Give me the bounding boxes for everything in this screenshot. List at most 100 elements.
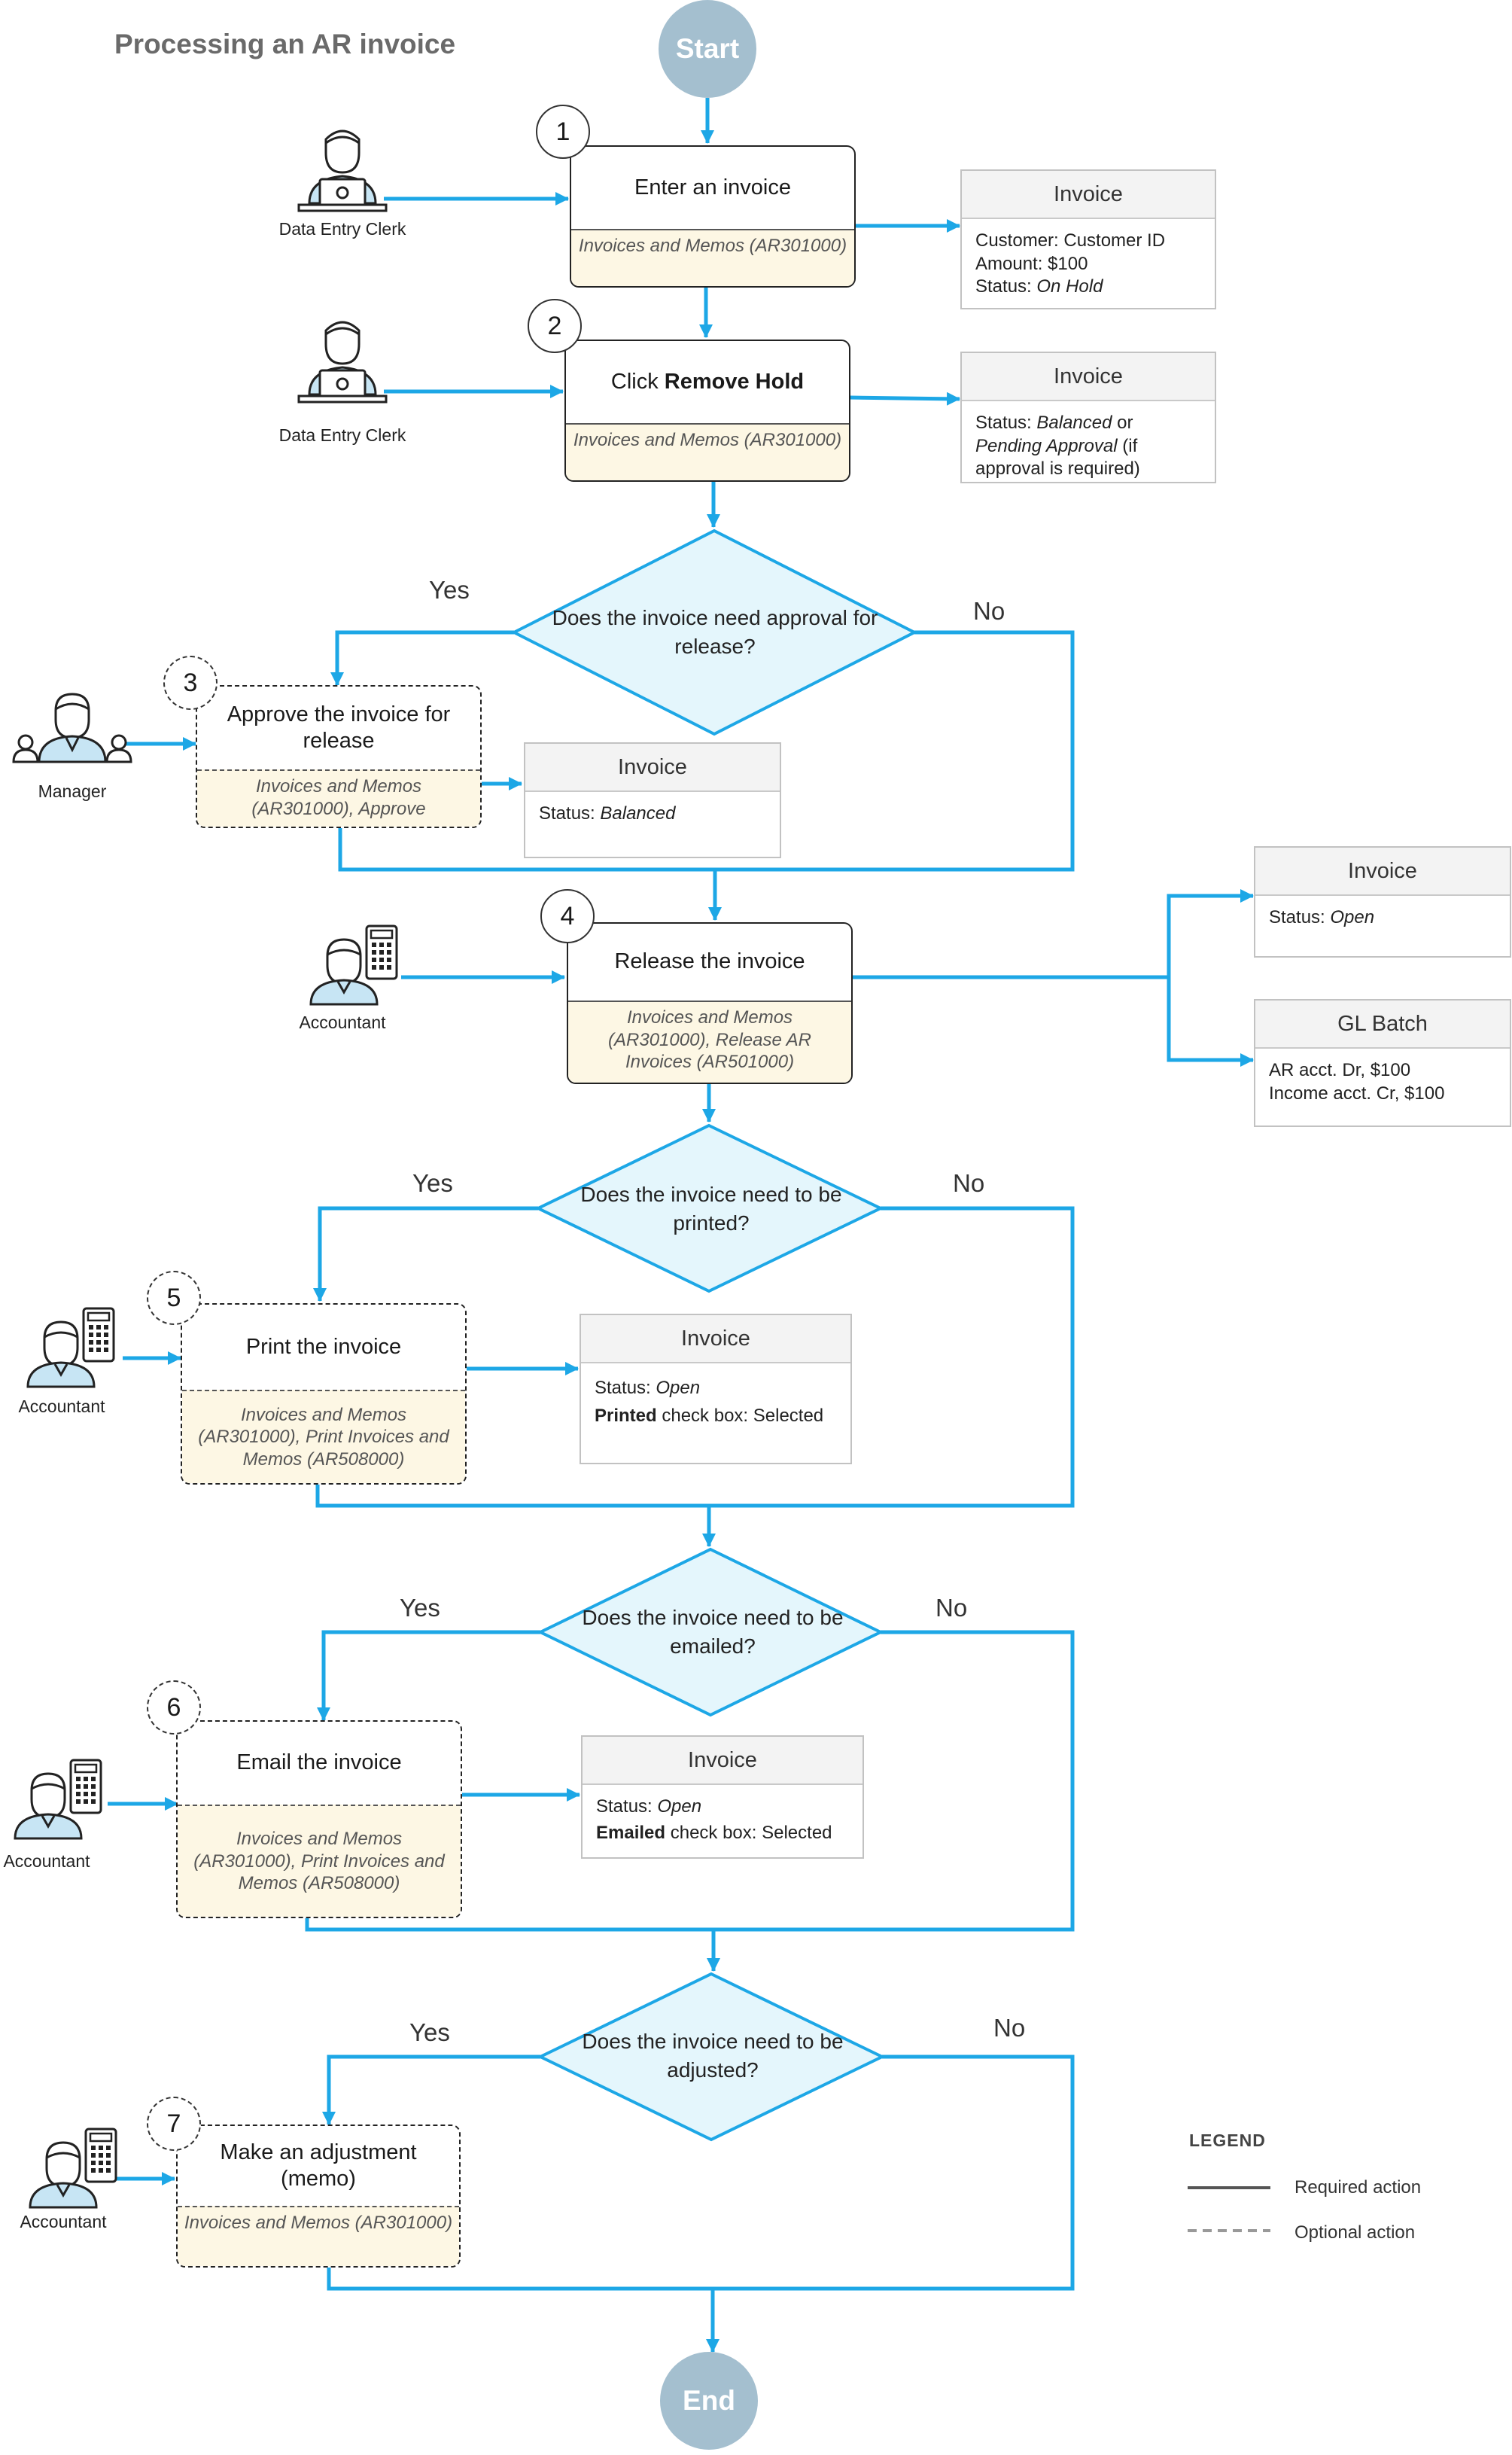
step-4-label: Release the invoice [614,949,805,974]
person-with-calculator-icon [309,924,398,1006]
person-with-laptop-icon [297,321,388,404]
legend-required-label: Required action [1294,2177,1422,2198]
connector [1167,977,1254,1067]
card-line-rest: check box: Selected [665,1822,832,1843]
step-5-form: Invoices and Memos (AR301000), Print Inv… [182,1390,465,1483]
step-5-label: Print the invoice [245,1334,402,1359]
person-with-laptop-icon [297,129,388,212]
end-terminal: End [660,2352,758,2450]
card-line-label: Status: [975,413,1037,433]
connector-yes-4 [322,2054,540,2125]
step-1-number-badge: 1 [536,105,590,159]
connectors [108,98,1254,2353]
step-5-box: Print the invoice Invoices and Memos (AR… [181,1303,467,1485]
card-title: Invoice [962,353,1215,401]
step-3-number-badge: 3 [163,656,218,710]
no-label-email: No [935,1594,968,1622]
legend-optional-label: Optional action [1294,2222,1416,2243]
card-line: Amount: $100 [975,253,1088,274]
card-line-rest: check box: Selected [656,1405,824,1426]
decision-diamond-adjust [537,1972,886,2142]
no-label-adjust: No [993,2014,1026,2042]
connector-no-4 [327,2054,1075,2291]
connector-no-1 [338,630,1075,872]
step-7-label: Make an adjustment (memo) [220,2140,417,2191]
card-title: Invoice [525,744,780,792]
card-line: approval is required) [975,458,1140,480]
card-title: Invoice [962,171,1215,219]
step-3-form: Invoices and Memos (AR301000), Approve [197,769,480,827]
card-line-label: Status: [975,276,1037,297]
actor-label-7: Accountant [20,2212,107,2231]
connector-yes-1 [330,630,514,686]
card-line-bold: Emailed [596,1822,666,1843]
actor-label-3: Manager [38,781,107,801]
card-line-value: Pending Approval [975,435,1118,456]
yes-label-print: Yes [412,1169,453,1197]
card-line-value: Open [1330,907,1375,927]
step-2-label: Click Remove Hold [566,341,849,423]
person-with-calculator-icon [26,1307,115,1388]
card-title: Invoice [583,1737,862,1785]
card-title: GL Batch [1255,1001,1510,1049]
step-5-number-badge: 5 [147,1271,201,1325]
invoice-card-4: Invoice Status: Open [1254,846,1511,958]
decision-print-text: Does the invoice need to be printed? [580,1183,842,1235]
legend-lines [1188,2186,1270,2232]
start-terminal: Start [659,0,756,98]
connector-yes-3 [317,1630,540,1721]
yes-label-approval: Yes [429,576,470,604]
step-2-label-bold: Remove Hold [664,369,805,394]
step-2-number-badge: 2 [528,299,582,353]
person-with-calculator-icon [14,1759,102,1840]
step-7-box: Make an adjustment (memo) Invoices and M… [176,2125,461,2268]
step-1-form: Invoices and Memos (AR301000) [571,229,854,286]
step-4-number-badge: 4 [540,889,595,943]
card-line-suffix: (if [1117,435,1138,456]
invoice-card-1: Invoice Customer: Customer ID Amount: $1… [960,169,1216,309]
actor-label-4: Accountant [299,1013,386,1032]
card-line-suffix: or [1112,413,1133,433]
actor-label-1: Data Entry Clerk [278,219,406,239]
step-6-label: Email the invoice [236,1750,402,1775]
decision-approval-text: Does the invoice need approval for relea… [552,606,878,658]
card-line-value: Balanced [600,803,676,824]
gl-batch-card: GL Batch AR acct. Dr, $100 Income acct. … [1254,999,1511,1127]
card-title: Invoice [581,1315,850,1363]
actor-label-5: Accountant [18,1397,105,1416]
connector [848,391,960,406]
person-with-calculator-icon [29,2128,117,2209]
legend-title: LEGEND [1189,2131,1266,2150]
actor-label-6: Accountant [3,1851,90,1871]
actor-label-2: Data Entry Clerk [278,425,406,445]
decision-diamond-email [537,1547,884,1717]
card-line: Customer: Customer ID [975,230,1166,251]
yes-label-adjust: Yes [409,2018,450,2046]
connector-no-2 [315,1206,1075,1508]
step-7-number-badge: 7 [147,2097,201,2151]
invoice-card-3: Invoice Status: Balanced [524,742,781,858]
step-1-label: Enter an invoice [634,175,791,200]
no-label-approval: No [973,597,1005,625]
page-title: Processing an AR invoice [114,29,456,59]
connector [853,889,1254,979]
step-3-box: Approve the invoice for release Invoices… [196,685,482,828]
step-6-box: Email the invoice Invoices and Memos (AR… [176,1720,462,1918]
decision-email-text: Does the invoice need to be emailed? [582,1606,844,1658]
invoice-card-5: Invoice Status: Open Printed check box: … [580,1314,852,1464]
card-line-value: Open [656,1378,701,1398]
card-title: Invoice [1255,848,1510,896]
card-line-value: On Hold [1036,276,1103,297]
yes-label-email: Yes [400,1594,440,1622]
step-6-number-badge: 6 [147,1680,201,1735]
no-label-print: No [953,1169,985,1197]
decision-diamond-print [534,1123,884,1293]
step-2-box: Click Remove Hold Invoices and Memos (AR… [564,340,850,482]
decision-shapes [510,528,918,2142]
card-line-bold: Printed [595,1405,657,1426]
step-2-label-prefix: Click [610,369,665,394]
step-1-box: Enter an invoice Invoices and Memos (AR3… [570,145,856,288]
invoice-card-2: Invoice Status: Balanced or Pending Appr… [960,352,1216,483]
decision-diamond-approval [510,528,918,736]
